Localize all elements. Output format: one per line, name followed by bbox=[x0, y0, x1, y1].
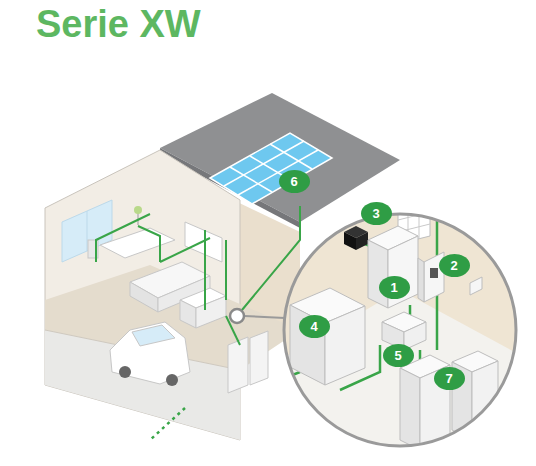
callout-number: 6 bbox=[279, 170, 310, 193]
title: Serie XW bbox=[36, 4, 201, 46]
callout-number: 2 bbox=[439, 254, 470, 277]
callout-number: 3 bbox=[361, 202, 392, 225]
callout-number: 7 bbox=[434, 367, 465, 390]
callout-number: 5 bbox=[383, 344, 414, 367]
callout-number: 1 bbox=[379, 276, 410, 299]
callout-number: 4 bbox=[299, 315, 330, 338]
